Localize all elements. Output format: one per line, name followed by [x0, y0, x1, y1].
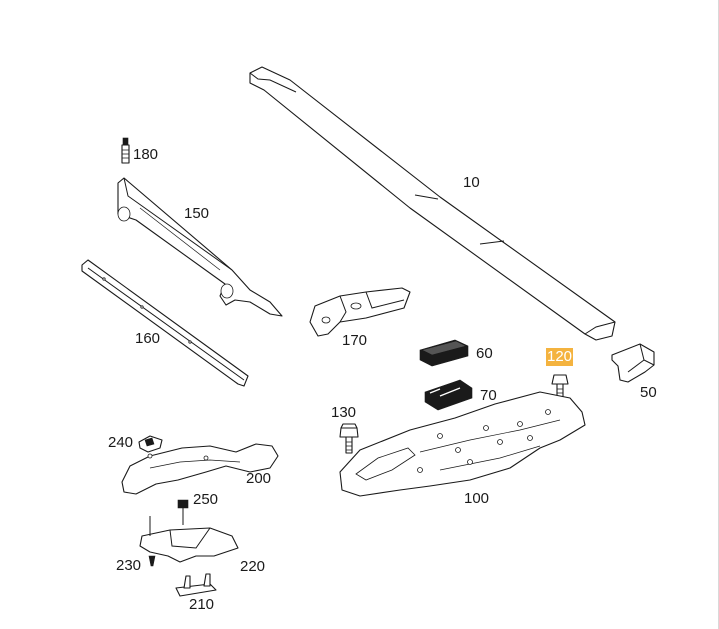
callout-150[interactable]: 150	[184, 205, 210, 222]
callout-10[interactable]: 10	[463, 174, 480, 191]
part-10-rail[interactable]	[249, 66, 616, 341]
callout-220[interactable]: 220	[240, 558, 266, 575]
callout-230[interactable]: 230	[116, 557, 142, 574]
callout-70[interactable]: 70	[480, 387, 497, 404]
callout-130[interactable]: 130	[331, 404, 357, 421]
part-120-bolt[interactable]	[551, 374, 569, 401]
part-130-bolt[interactable]	[339, 423, 359, 454]
part-70-block[interactable]	[424, 379, 473, 411]
callout-210[interactable]: 210	[189, 596, 215, 613]
callout-250[interactable]: 250	[193, 491, 219, 508]
callout-60[interactable]: 60	[476, 345, 493, 362]
part-210-clip[interactable]	[175, 573, 217, 597]
callout-120[interactable]: 120	[546, 348, 574, 366]
part-230-screw[interactable]	[148, 555, 156, 567]
part-170-bracket[interactable]	[309, 287, 411, 337]
part-160-bar[interactable]	[81, 259, 249, 387]
part-100-plate[interactable]	[339, 391, 586, 497]
callout-100[interactable]: 100	[464, 490, 490, 507]
part-220-bracket[interactable]	[139, 516, 239, 563]
callout-200[interactable]: 200	[246, 470, 272, 487]
callout-170[interactable]: 170	[342, 332, 368, 349]
part-200-shield[interactable]	[121, 443, 279, 495]
callout-50[interactable]: 50	[640, 384, 657, 401]
part-180-bolt[interactable]	[121, 137, 130, 164]
callout-180[interactable]: 180	[133, 146, 159, 163]
part-250-nut[interactable]	[177, 499, 189, 525]
part-60-block[interactable]	[419, 339, 469, 367]
callout-160[interactable]: 160	[135, 330, 161, 347]
part-50-end-cap[interactable]	[611, 343, 655, 383]
callout-240[interactable]: 240	[108, 434, 134, 451]
part-240-clip[interactable]	[138, 435, 163, 453]
part-150-bracket[interactable]	[117, 177, 283, 317]
